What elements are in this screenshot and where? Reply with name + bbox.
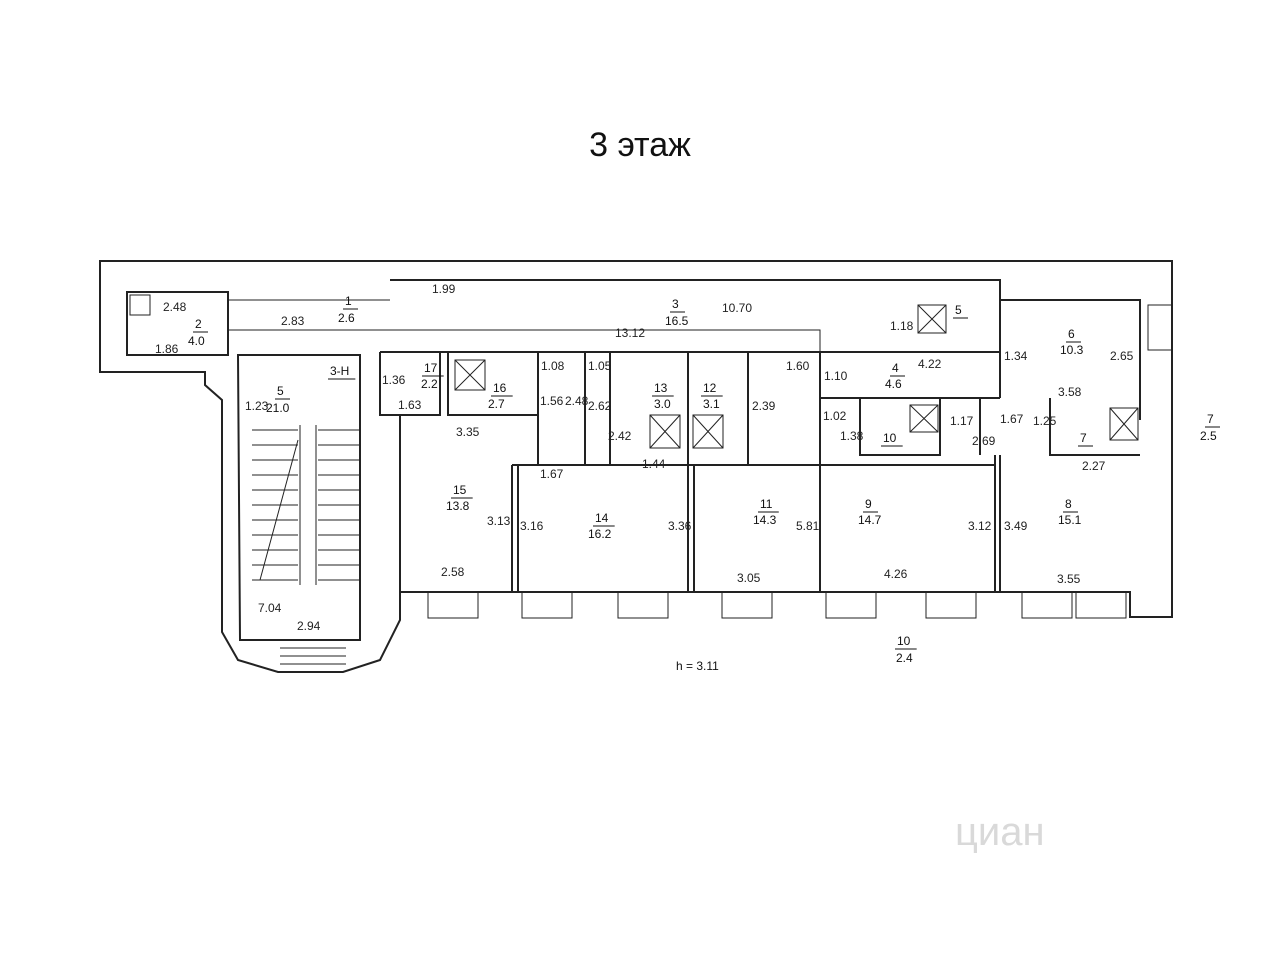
room-area: 4.6 [885, 377, 902, 391]
room-area: 16.5 [665, 314, 689, 328]
dimension-label: 2.48 [565, 394, 589, 408]
dimension-label: 1.34 [1004, 349, 1028, 363]
room-area: 15.1 [1058, 513, 1082, 527]
dimension-label: 1.67 [540, 467, 564, 481]
room-area: 4.0 [188, 334, 205, 348]
room-number: 7 [1207, 412, 1214, 426]
room-number: 9 [865, 497, 872, 511]
dimension-label: 1.17 [950, 414, 974, 428]
room-number: 15 [453, 483, 467, 497]
room-number: 8 [1065, 497, 1072, 511]
room-area: 2.4 [896, 651, 913, 665]
dimension-label: 1.02 [823, 409, 847, 423]
room-area: 10.3 [1060, 343, 1084, 357]
corridor-line [228, 299, 821, 352]
dimension-label: 3.12 [968, 519, 992, 533]
dimension-label: 1.56 [540, 394, 564, 408]
room-number: 6 [1068, 327, 1075, 341]
dimension-label: 1.63 [398, 398, 422, 412]
room-area: 3.0 [654, 397, 671, 411]
stair-treads [252, 425, 360, 665]
dimension-label: 3.16 [520, 519, 544, 533]
dimension-label: 2.65 [1110, 349, 1134, 363]
dimension-label: 1.38 [840, 429, 864, 443]
dimension-label: 3.13 [487, 514, 511, 528]
dimension-label: 3.36 [668, 519, 692, 533]
watermark: циан [955, 810, 1045, 854]
room-labels: 1 2.6 2 4.0 3 16.5 4 4.6 5 5 21.0 6 10.3… [188, 294, 1220, 665]
room-number: 4 [892, 361, 899, 375]
dimension-label: 7.04 [258, 601, 282, 615]
room-number: 5 [955, 303, 962, 317]
dimension-label: 2.94 [297, 619, 321, 633]
dimension-label: 2.83 [281, 314, 305, 328]
dimension-label: 1.44 [642, 457, 666, 471]
room-area: 21.0 [266, 401, 290, 415]
dimension-label: 2.39 [752, 399, 776, 413]
stair-block [236, 354, 361, 641]
dimension-label: 13.12 [615, 326, 645, 340]
dimension-label: 3.55 [1057, 572, 1081, 586]
room-number: 13 [654, 381, 668, 395]
dimension-label: 2.48 [163, 300, 187, 314]
dimension-label: 1.86 [155, 342, 179, 356]
room-area: 14.3 [753, 513, 777, 527]
dimension-label: 3.05 [737, 571, 761, 585]
dimension-label: 2.58 [441, 565, 465, 579]
dimension-label: 3.35 [456, 425, 480, 439]
dimension-label: 2.27 [1082, 459, 1106, 473]
room-area: 3.1 [703, 397, 720, 411]
room-number: 12 [703, 381, 717, 395]
dimension-label: 2.62 [588, 399, 612, 413]
dimension-label: 1.99 [432, 282, 456, 296]
room-number: 2 [195, 317, 202, 331]
dimension-label: 1.08 [541, 359, 565, 373]
room-area: 13.8 [446, 499, 470, 513]
small-rooms [379, 300, 1140, 465]
dimension-label: 4.22 [918, 357, 942, 371]
dimension-label: 1.36 [382, 373, 406, 387]
dimension-labels: 2.48 1.86 2.83 1.99 10.70 13.12 1.18 1.3… [155, 282, 1134, 633]
dimension-label: 1.18 [890, 319, 914, 333]
ceiling-height-note: h = 3.11 [676, 659, 719, 673]
dimension-label: 2.42 [608, 429, 632, 443]
dimension-label: 10.70 [722, 301, 752, 315]
dimension-label: 1.23 [245, 399, 269, 413]
dimension-label: 1.05 [588, 359, 612, 373]
dimension-label: 3.58 [1058, 385, 1082, 399]
fixtures [129, 294, 1139, 449]
room-number: 10 [883, 431, 897, 445]
room-area: 2.5 [1200, 429, 1217, 443]
room-number: 17 [424, 361, 438, 375]
floor-title: 3 этаж [589, 126, 691, 164]
room-number: 10 [897, 634, 911, 648]
room-area: 2.2 [421, 377, 438, 391]
room-number: 3 [672, 297, 679, 311]
room-number: 16 [493, 381, 507, 395]
dimension-label: 1.60 [786, 359, 810, 373]
large-rooms [399, 415, 1001, 592]
room-number: 7 [1080, 431, 1087, 445]
windows [427, 304, 1173, 619]
dimension-label: 5.81 [796, 519, 820, 533]
dimension-label: 1.67 [1000, 412, 1024, 426]
dimension-label: 2.69 [972, 434, 996, 448]
room-number: 3-Н [330, 364, 349, 378]
room-number: 5 [277, 384, 284, 398]
room-area: 2.7 [488, 397, 505, 411]
room-number: 14 [595, 511, 609, 525]
outer-wall [99, 260, 1173, 673]
dimension-label: 3.49 [1004, 519, 1028, 533]
room-area: 14.7 [858, 513, 882, 527]
room-number: 1 [345, 294, 352, 308]
room-area: 2.6 [338, 311, 355, 325]
dimension-label: 4.26 [884, 567, 908, 581]
room-area: 16.2 [588, 527, 612, 541]
inner-wall [126, 291, 229, 356]
dimension-label: 1.25 [1033, 414, 1057, 428]
dimension-label: 1.10 [824, 369, 848, 383]
room-number: 11 [760, 497, 773, 511]
